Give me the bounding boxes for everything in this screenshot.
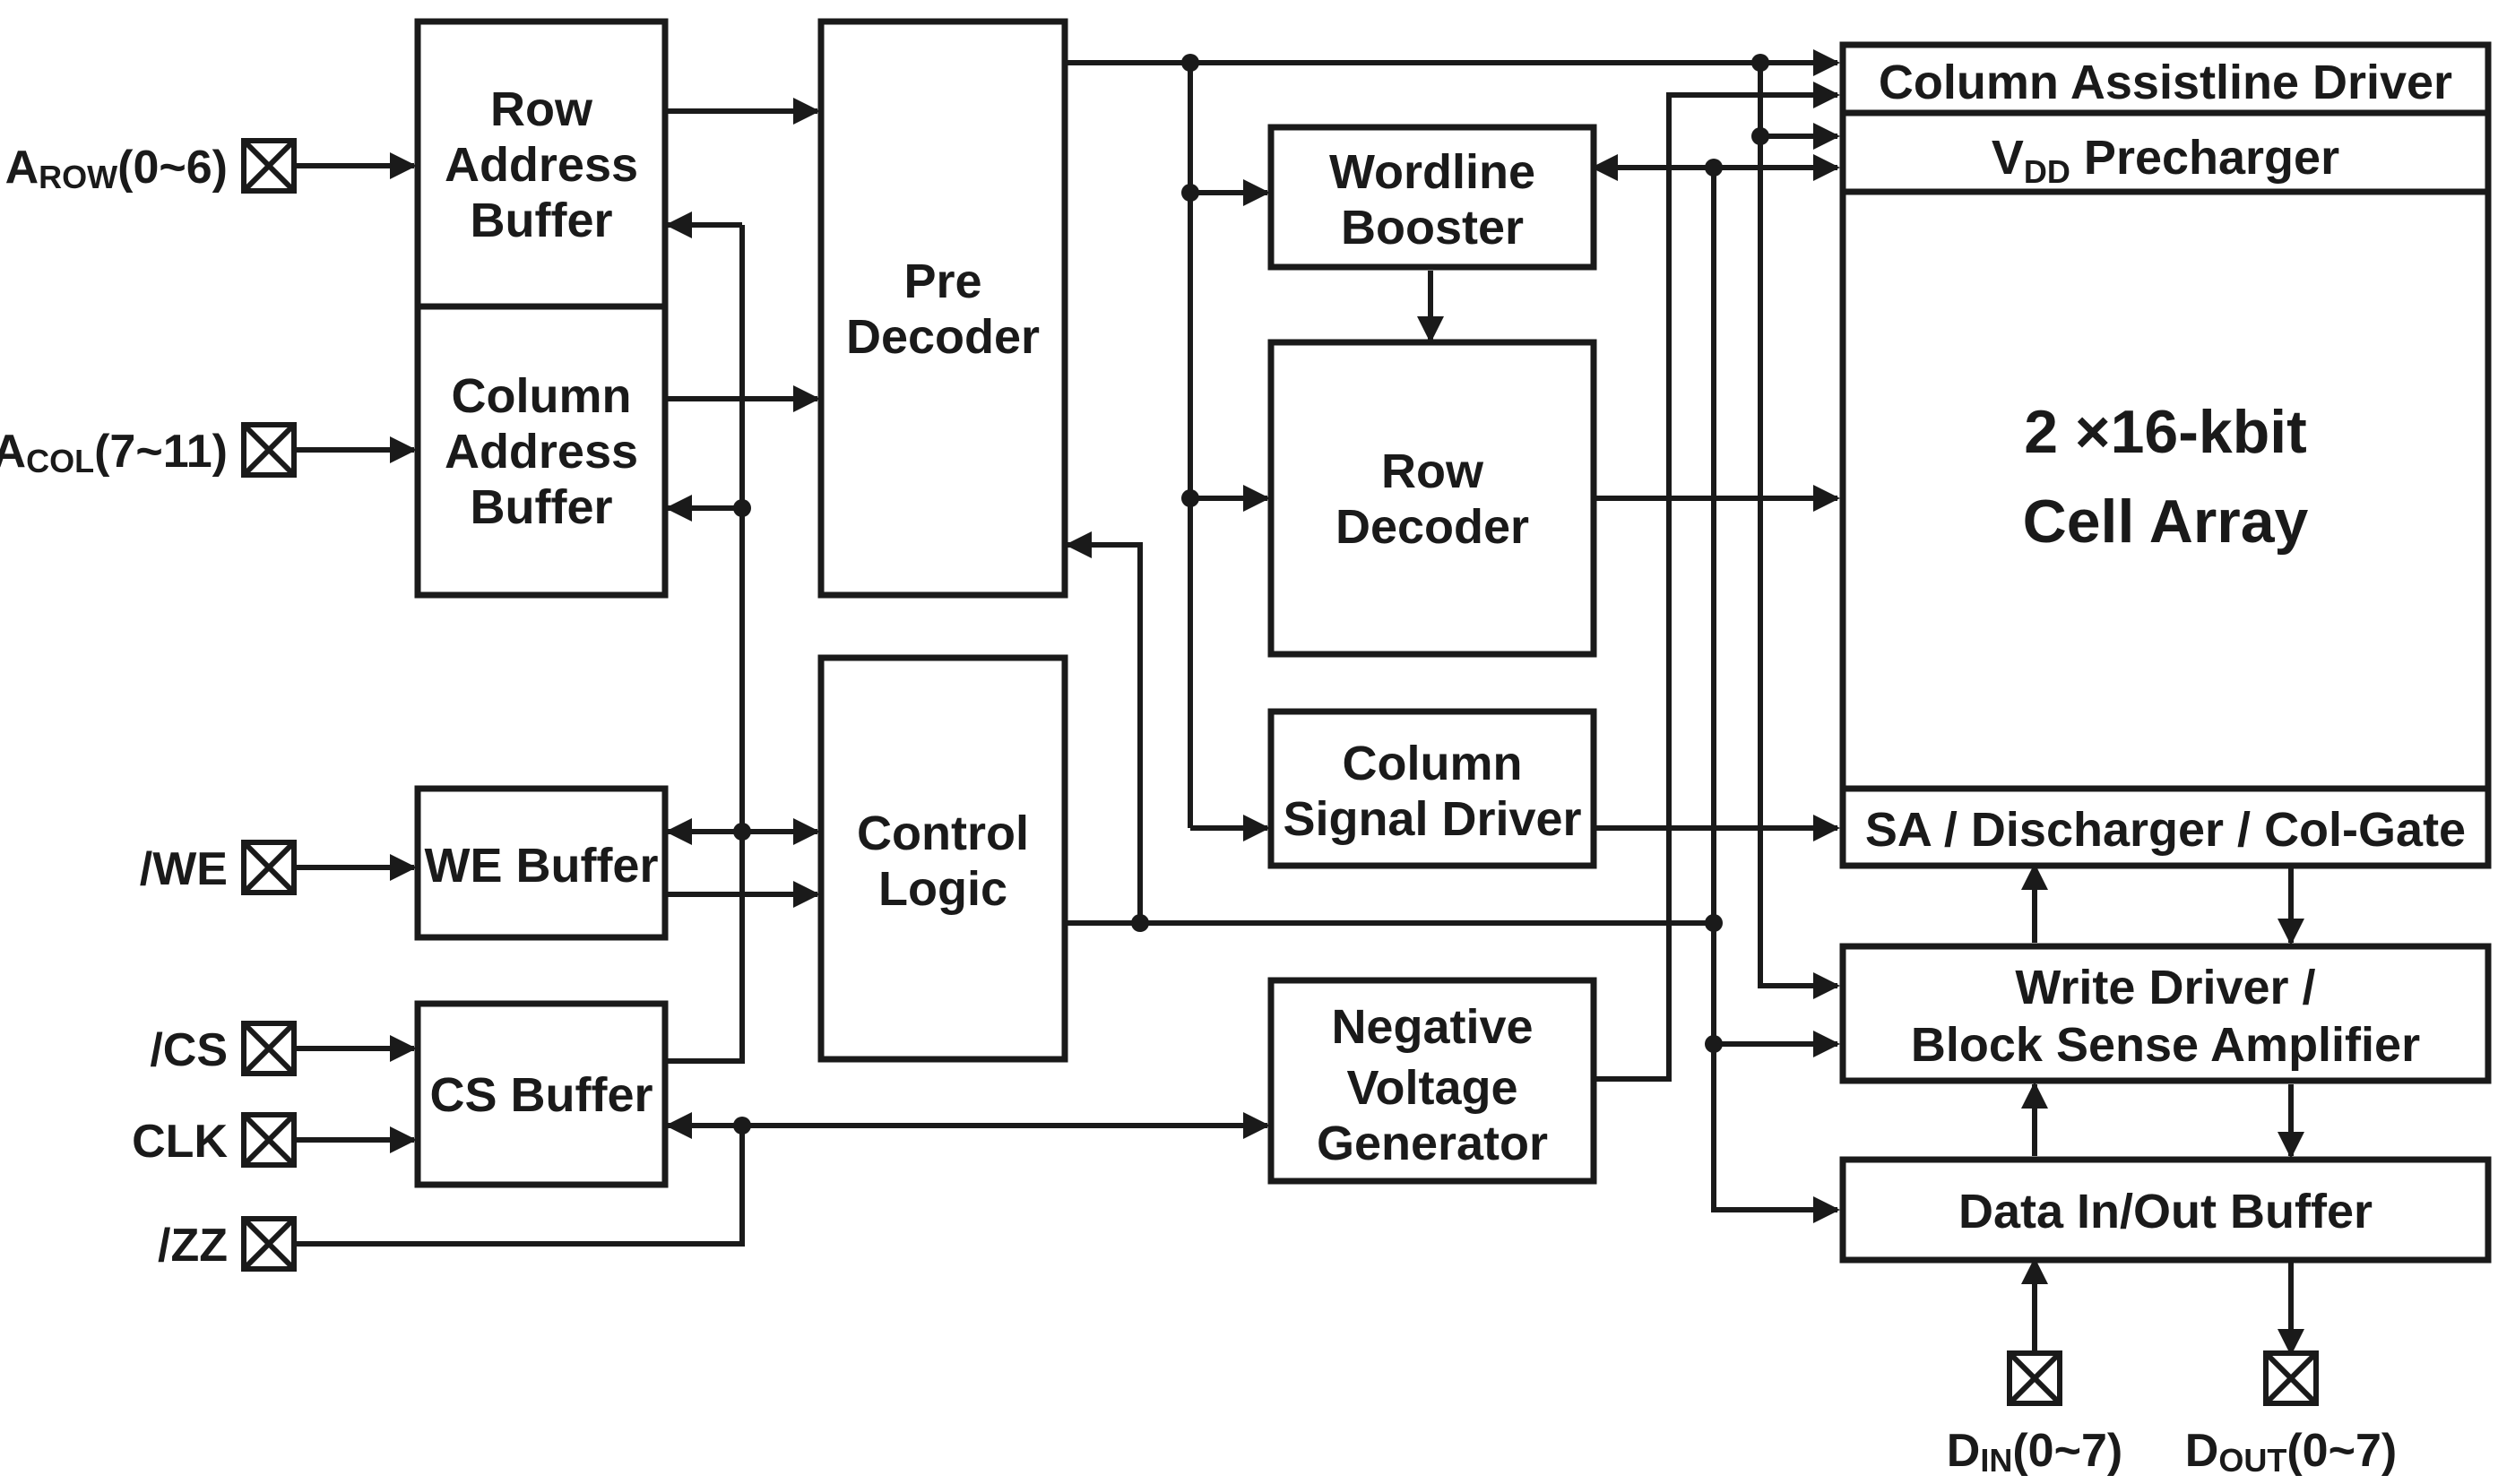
write-driver-block: Write Driver / Block Sense Amplifier [1839, 943, 2492, 1084]
wire-zz-in [296, 1126, 745, 1247]
svg-text:AROW(0~6): AROW(0~6) [5, 142, 228, 195]
control-logic-label-2: Logic [878, 862, 1007, 916]
pin-a-row: AROW(0~6) [5, 138, 297, 195]
row-address-buffer-label-2: Address [445, 138, 638, 192]
row-address-buffer-block: Row Address Buffer [414, 18, 669, 310]
wordline-booster-label-2: Booster [1341, 201, 1524, 255]
pre-decoder-label-1: Pre [903, 255, 981, 308]
negative-voltage-generator-label-2: Voltage [1346, 1061, 1517, 1115]
pin-a-col: ACOL(7~11) [0, 422, 297, 479]
pin-d-in: DIN(0~7) [1947, 1350, 2122, 1479]
control-logic-block: Control Logic [817, 654, 1068, 1063]
svg-text:ACOL(7~11): ACOL(7~11) [0, 426, 228, 479]
wire-nvg-cad [1594, 82, 1840, 1082]
column-address-buffer-block: Column Address Buffer [414, 303, 669, 599]
cell-array-label-2: Cell Array [2023, 487, 2309, 556]
negative-voltage-generator-block: Negative Voltage Generator [1267, 977, 1597, 1185]
wire-cs-bus [665, 225, 745, 1064]
pre-decoder-label-2: Decoder [846, 310, 1040, 364]
vdd-precharger-label: VDD Precharger [1992, 131, 2339, 190]
column-address-buffer-label-2: Address [445, 425, 638, 479]
pin-clk: CLK [132, 1112, 297, 1168]
svg-text:/CS: /CS [150, 1024, 228, 1076]
svg-text:DIN(0~7): DIN(0~7) [1947, 1425, 2122, 1479]
svg-text:/WE: /WE [140, 843, 228, 895]
cs-buffer-block: CS Buffer [414, 1000, 669, 1188]
we-buffer-label: WE Buffer [425, 839, 659, 893]
pin-we: /WE [140, 840, 297, 895]
write-driver-label-2: Block Sense Amplifier [1911, 1018, 2420, 1072]
svg-text:/ZZ: /ZZ [158, 1220, 228, 1272]
cell-array-label-1: 2 ×16-kbit [2024, 398, 2307, 466]
row-address-buffer-label-3: Buffer [471, 194, 613, 247]
column-signal-driver-block: Column Signal Driver [1267, 708, 1597, 869]
wordline-booster-label-1: Wordline [1329, 145, 1535, 199]
column-address-buffer-label-3: Buffer [471, 480, 613, 534]
row-decoder-block: Row Decoder [1267, 339, 1597, 658]
row-address-buffer-label-1: Row [490, 82, 593, 136]
sa-discharger-label: SA / Discharger / Col-Gate [1865, 803, 2466, 857]
pre-decoder-block: Pre Decoder [817, 18, 1068, 599]
row-decoder-label-2: Decoder [1335, 500, 1529, 554]
negative-voltage-generator-label-3: Generator [1317, 1117, 1548, 1170]
column-signal-driver-label-1: Column [1343, 737, 1523, 790]
pin-d-out: DOUT(0~7) [2185, 1350, 2397, 1479]
cs-buffer-label: CS Buffer [429, 1068, 653, 1122]
we-buffer-block: WE Buffer [414, 785, 669, 941]
pin-cs: /CS [150, 1021, 297, 1076]
column-address-buffer-label-1: Column [452, 369, 632, 423]
wire-ctrl-vert [1711, 168, 1840, 1223]
svg-text:CLK: CLK [132, 1116, 228, 1168]
row-decoder-label-1: Row [1381, 444, 1484, 498]
cell-array-stack: Column Assistline Driver VDD Precharger … [1839, 41, 2492, 869]
negative-voltage-generator-label-1: Negative [1331, 1000, 1533, 1054]
wordline-booster-block: Wordline Booster [1267, 124, 1597, 271]
wire-control-predec [1065, 531, 1143, 923]
wires [296, 49, 2304, 1356]
svg-text:DOUT(0~7): DOUT(0~7) [2185, 1425, 2397, 1479]
junctions [733, 54, 1769, 1135]
data-io-buffer-block: Data In/Out Buffer [1839, 1156, 2492, 1264]
pin-zz: /ZZ [158, 1216, 297, 1272]
write-driver-label-1: Write Driver / [2015, 961, 2315, 1014]
control-logic-label-1: Control [857, 807, 1029, 860]
data-io-buffer-label: Data In/Out Buffer [1958, 1185, 2373, 1238]
column-signal-driver-label-2: Signal Driver [1283, 792, 1581, 846]
column-assistline-driver-label: Column Assistline Driver [1879, 56, 2452, 109]
wire-right-vert [1758, 63, 1840, 999]
